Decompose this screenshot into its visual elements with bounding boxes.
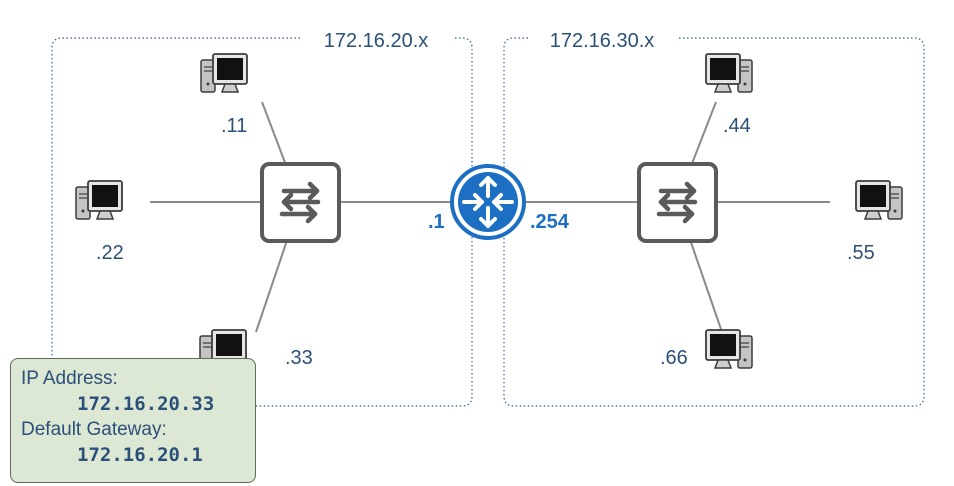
host-11-computer-icon[interactable] bbox=[200, 53, 248, 93]
router-interface-right-label: .254 bbox=[530, 211, 570, 233]
host-66-computer-icon[interactable] bbox=[705, 329, 753, 369]
host-info-box: IP Address: 172.16.20.33 Default Gateway… bbox=[10, 358, 256, 483]
switch-arrows-icon bbox=[279, 181, 321, 224]
network-label-right: 172.16.30.x bbox=[550, 30, 655, 52]
host-22-computer-icon[interactable] bbox=[75, 180, 123, 220]
host-55-label: .55 bbox=[847, 242, 875, 264]
default-gateway-value: 172.16.20.1 bbox=[77, 444, 203, 466]
switch-arrows-icon bbox=[656, 181, 698, 224]
host-66-label: .66 bbox=[660, 347, 688, 369]
host-11-label: .11 bbox=[221, 115, 247, 137]
network-boundary-right bbox=[503, 37, 925, 407]
network-label-left: 172.16.20.x bbox=[324, 30, 429, 52]
router-interface-left-label: .1 bbox=[428, 211, 445, 233]
network-boundary-left bbox=[51, 37, 473, 407]
host-44-computer-icon[interactable] bbox=[705, 53, 753, 93]
switch-right[interactable] bbox=[637, 162, 718, 243]
switch-left[interactable] bbox=[260, 162, 341, 243]
router-arrows-icon bbox=[462, 176, 514, 228]
host-44-label: .44 bbox=[723, 115, 751, 137]
default-gateway-label: Default Gateway: bbox=[21, 419, 167, 440]
host-55-computer-icon[interactable] bbox=[855, 180, 903, 220]
host-33-label: .33 bbox=[285, 347, 313, 369]
ip-address-label: IP Address: bbox=[21, 368, 118, 389]
ip-address-value: 172.16.20.33 bbox=[77, 393, 215, 415]
host-22-label: .22 bbox=[96, 242, 124, 264]
router[interactable] bbox=[450, 164, 526, 240]
